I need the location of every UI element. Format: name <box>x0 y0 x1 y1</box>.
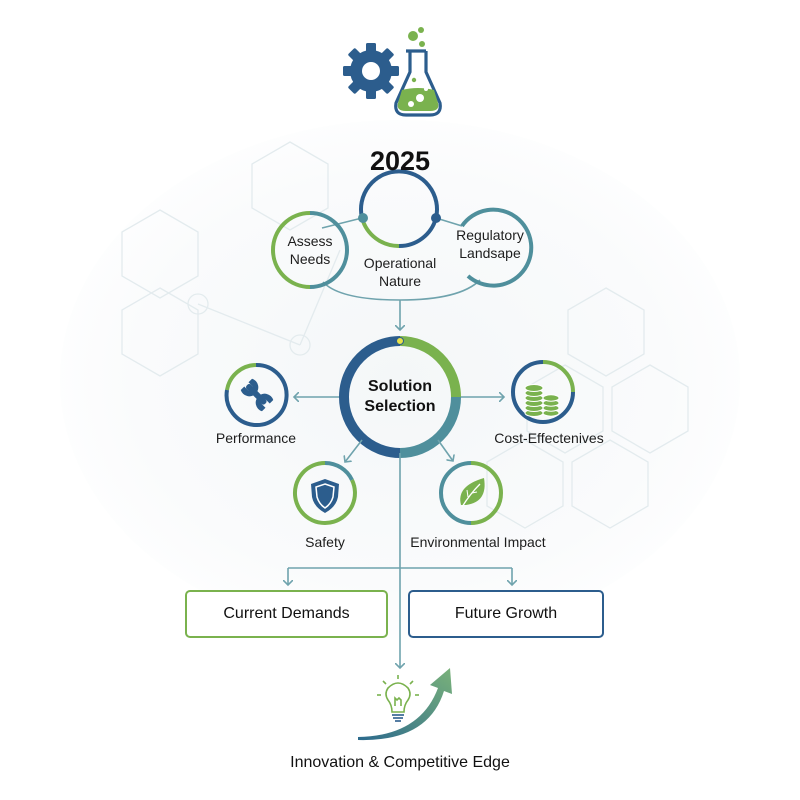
assess-needs-line2: Needs <box>289 251 331 267</box>
coins-icon <box>524 384 560 417</box>
operational-nature-line1: Operational <box>363 255 437 271</box>
current-demands-label: Current Demands <box>223 605 350 622</box>
cost-effectiveness-label: Cost-Effectenives <box>494 430 604 446</box>
performance-label: Performance <box>215 430 297 446</box>
solution-selection-line1: Solution <box>368 378 432 395</box>
performance-circle <box>224 362 289 427</box>
cost-effectiveness-circle <box>511 360 575 424</box>
growth-arrow-icon <box>358 668 452 741</box>
regulatory-landscape-label: Regulatory Landsape <box>456 226 524 262</box>
lightbulb-base <box>392 714 404 722</box>
shield-icon <box>311 479 339 513</box>
assess-needs-line1: Assess <box>287 233 333 249</box>
criteria-connectors <box>294 397 504 462</box>
operational-nature-circle <box>358 169 441 249</box>
solution-selection-ring <box>339 336 461 458</box>
future-growth-label: Future Growth <box>454 605 558 622</box>
environmental-impact-circle <box>439 461 503 525</box>
lightbulb-icon <box>377 675 419 713</box>
environmental-impact-label: Environmental Impact <box>410 534 546 550</box>
current-demands-box: Current Demands <box>185 590 388 638</box>
regulatory-landscape-line1: Regulatory <box>456 227 524 243</box>
solution-selection-line2: Selection <box>364 398 436 415</box>
regulatory-landscape-circle <box>460 207 534 288</box>
gear-icon <box>343 43 399 99</box>
safety-label: Safety <box>305 534 345 550</box>
assess-needs-label: Assess Needs <box>287 232 332 268</box>
regulatory-landscape-line2: Landsape <box>459 245 521 261</box>
safety-circle <box>293 461 357 525</box>
assess-needs-circle <box>271 211 349 289</box>
wrench-icon <box>240 378 274 412</box>
outcome-connectors <box>288 453 512 668</box>
innovation-label: Innovation & Competitive Edge <box>290 754 510 771</box>
operational-nature-line2: Nature <box>378 273 422 289</box>
future-growth-box: Future Growth <box>408 590 604 638</box>
year-title: 2025 <box>369 146 431 176</box>
leaf-icon <box>460 478 485 508</box>
operational-nature-label: Operational Nature <box>364 254 436 290</box>
flask-icon <box>394 27 442 117</box>
solution-selection-label: Solution Selection <box>364 377 435 417</box>
